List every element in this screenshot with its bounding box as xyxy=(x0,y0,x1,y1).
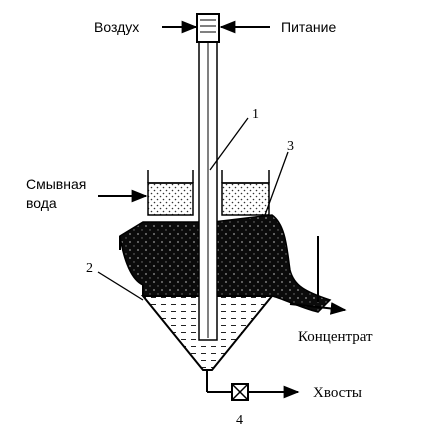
air-label: Воздух xyxy=(94,19,139,35)
callout-line-1 xyxy=(209,117,249,171)
callout-number-2: 2 xyxy=(86,261,93,276)
concentrate-label: Концентрат xyxy=(298,329,373,345)
callout-line-2 xyxy=(97,271,144,301)
wash-water-boxes xyxy=(147,170,270,216)
wash-water-label-line2: вода xyxy=(26,195,57,211)
tailings-label: Хвосты xyxy=(313,385,362,401)
callout-number-4: 4 xyxy=(236,413,243,428)
callout-line-3 xyxy=(264,151,289,216)
callout-number-1: 1 xyxy=(252,107,259,122)
feed-pipe-head xyxy=(196,13,220,43)
wash-water-label-line1: Смывная xyxy=(26,176,86,192)
concentrate-arrow xyxy=(289,302,347,315)
wash-box-left xyxy=(147,182,194,216)
valve-cross-2 xyxy=(231,383,249,401)
tailings-valve xyxy=(207,383,300,401)
callout-number-3: 3 xyxy=(287,139,294,154)
feed-label: Питание xyxy=(281,19,336,35)
foam-layer xyxy=(119,214,332,313)
feed-pipe xyxy=(196,13,220,341)
wash-box-right xyxy=(221,182,270,216)
